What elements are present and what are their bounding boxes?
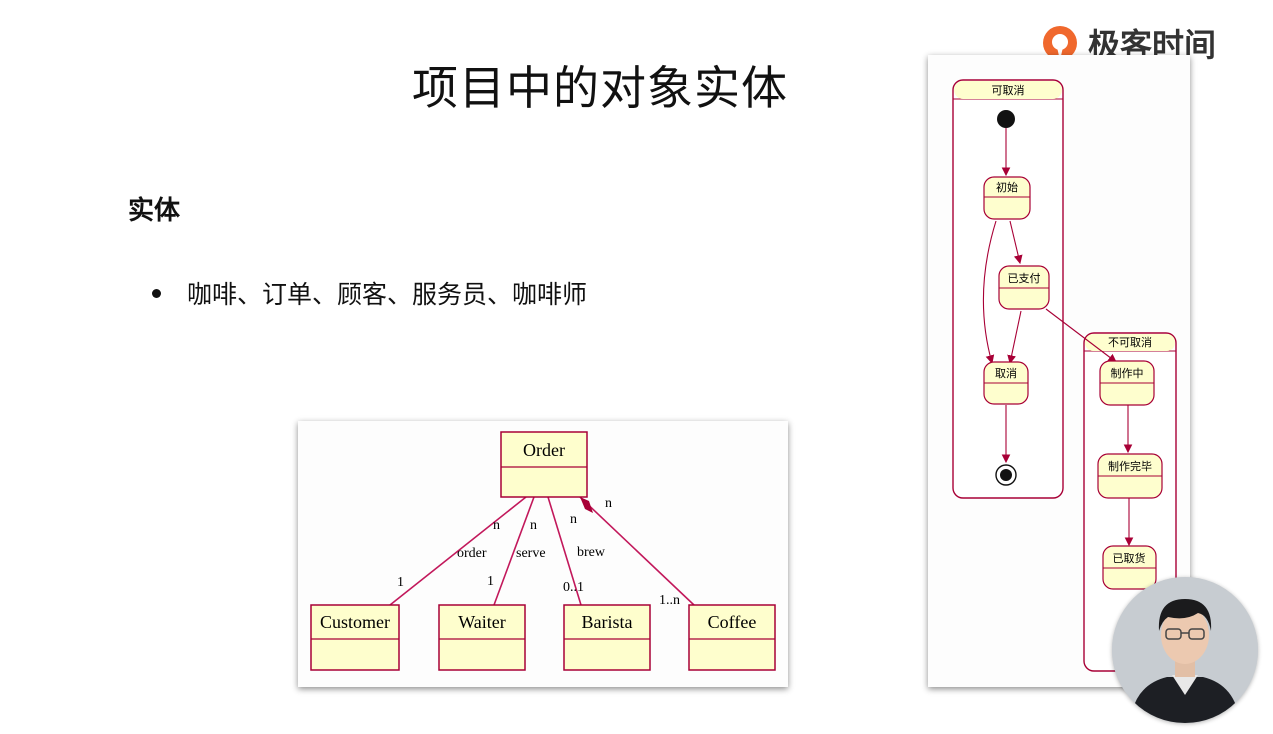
state-cancelled: 取消: [983, 361, 1029, 405]
customer-multiplicity: 1: [397, 575, 404, 590]
association-serve-line: [493, 496, 535, 606]
state-made-label: 制作完毕: [1108, 459, 1152, 473]
association-brew-line: [547, 496, 582, 606]
class-order: [500, 431, 588, 498]
association-order-line: [389, 496, 527, 606]
serve-association-label: serve: [516, 546, 546, 561]
presenter-video: [1112, 577, 1258, 723]
class-coffee-label: Coffee: [708, 612, 757, 632]
association-coffee-line: [579, 496, 695, 606]
state-initial: 初始: [983, 176, 1031, 220]
start-state-icon: [997, 110, 1015, 128]
state-initial-label: 初始: [996, 180, 1018, 194]
class-customer-label: Customer: [320, 612, 390, 632]
serve-multiplicity-n: n: [530, 518, 537, 533]
brew-multiplicity-n: n: [570, 512, 577, 527]
barista-multiplicity: 0..1: [563, 580, 584, 595]
bullet-text: 咖啡、订单、顾客、服务员、咖啡师: [187, 280, 588, 309]
state-taken-label: 已取货: [1113, 551, 1146, 565]
order-association-label: order: [457, 546, 487, 561]
state-taken: 已取货: [1102, 545, 1157, 590]
class-barista-label: Barista: [582, 612, 633, 632]
coffee-multiplicity: 1..n: [659, 593, 680, 608]
composition-diamond-icon: [580, 497, 593, 513]
state-paid-label: 已支付: [1008, 272, 1041, 285]
slide-title: 项目中的对象实体: [412, 61, 788, 115]
class-diagram-panel: Order Customer Waiter Barista Coffee n o…: [298, 421, 788, 687]
state-paid: 已支付: [998, 265, 1050, 310]
class-barista: [563, 604, 651, 671]
class-waiter-label: Waiter: [458, 612, 506, 632]
bullet-item: 咖啡、订单、顾客、服务员、咖啡师: [152, 275, 587, 311]
state-cancelled-label: 取消: [995, 366, 1017, 380]
bullet-dot-icon: [152, 288, 161, 298]
waiter-multiplicity: 1: [487, 574, 494, 589]
geekbang-logo-icon: [1043, 26, 1077, 60]
order-multiplicity-n: n: [493, 518, 500, 533]
state-diagram-panel: 可取消 不可取消 初始 已支付 取: [928, 55, 1190, 687]
class-customer: [310, 604, 400, 671]
cancellable-group-label: 可取消: [992, 83, 1025, 97]
brew-association-label: brew: [577, 545, 606, 560]
non-cancellable-group-label: 不可取消: [1108, 335, 1152, 349]
class-coffee: [688, 604, 776, 671]
class-order-label: Order: [523, 440, 565, 460]
state-made: 制作完毕: [1097, 453, 1163, 499]
state-making-label: 制作中: [1111, 367, 1144, 380]
coffee-order-multiplicity-n: n: [605, 496, 612, 511]
class-waiter: [438, 604, 526, 671]
state-making: 制作中: [1099, 360, 1155, 406]
section-heading: 实体: [128, 196, 181, 226]
presenter-icon: [1112, 577, 1258, 723]
